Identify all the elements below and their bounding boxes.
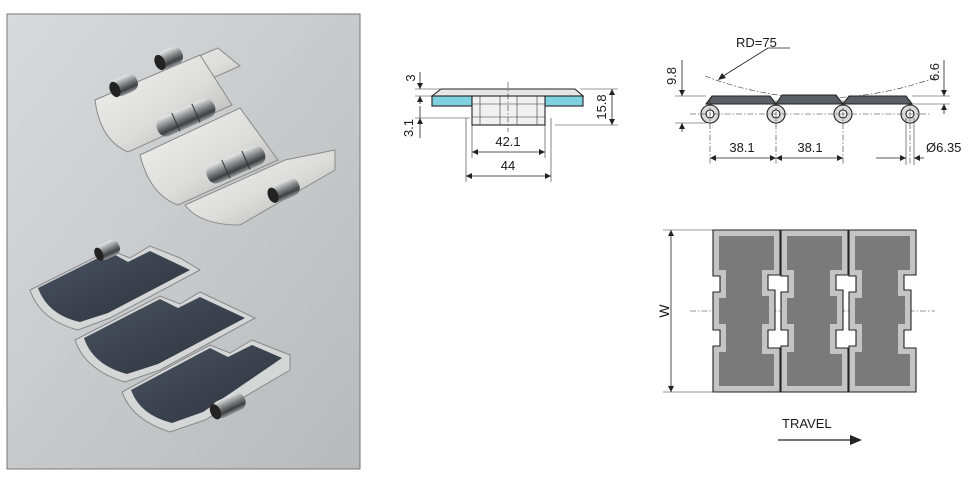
- top-link-3: [848, 229, 917, 393]
- pitch-plate: [774, 94, 845, 105]
- radius-label: RD=75: [736, 35, 777, 50]
- rubber-top-chain: [29, 239, 291, 433]
- pitch-plate: [841, 95, 914, 105]
- hinge-barrel: [156, 98, 216, 137]
- rubber-insert: [84, 297, 245, 374]
- insert-left: [431, 95, 473, 107]
- loose-barrel: [209, 392, 246, 420]
- loose-barrel: [109, 74, 138, 98]
- steel-plate: [184, 149, 336, 226]
- dim-outer-width: 44: [501, 158, 515, 173]
- width-label: W: [656, 304, 672, 318]
- dim-bottom-offset: 3.1: [401, 119, 416, 137]
- dim-height-15-8: 15.8: [594, 94, 609, 119]
- travel-arrow-head: [850, 435, 862, 445]
- cross-section-view: 3 3.1 15.8 42.1 44: [401, 72, 618, 182]
- top-view: W TRAVEL: [656, 229, 935, 445]
- top-link-2: [780, 229, 849, 393]
- dim-pitch-2: 38.1: [797, 140, 822, 155]
- pitch-plate: [704, 95, 778, 105]
- loose-barrel: [154, 47, 183, 71]
- dim-pitch-1: 38.1: [729, 140, 754, 155]
- stainless-chain: [94, 47, 336, 226]
- steel-plate: [139, 107, 279, 206]
- top-plate: [430, 88, 585, 97]
- loose-barrel: [267, 178, 300, 203]
- dim-inner-width: 42.1: [495, 134, 520, 149]
- dim-pin-diameter: Ø6.35: [926, 140, 961, 155]
- hinge-body: [471, 95, 546, 126]
- dim-height-9-8: 9.8: [664, 67, 679, 85]
- top-link-1: [712, 229, 781, 393]
- loose-barrel: [94, 239, 120, 261]
- insert-right: [544, 95, 584, 107]
- rubber-insert: [38, 251, 190, 322]
- dim-plate-6-6: 6.6: [927, 63, 942, 81]
- travel-label: TRAVEL: [782, 416, 832, 431]
- hinge-barrel: [206, 145, 266, 184]
- pitch-view: RD=75 9.8 6.6: [664, 35, 961, 165]
- product-photo: [6, 13, 361, 470]
- dim-top-thickness: 3: [403, 74, 418, 81]
- rubber-insert: [131, 345, 282, 423]
